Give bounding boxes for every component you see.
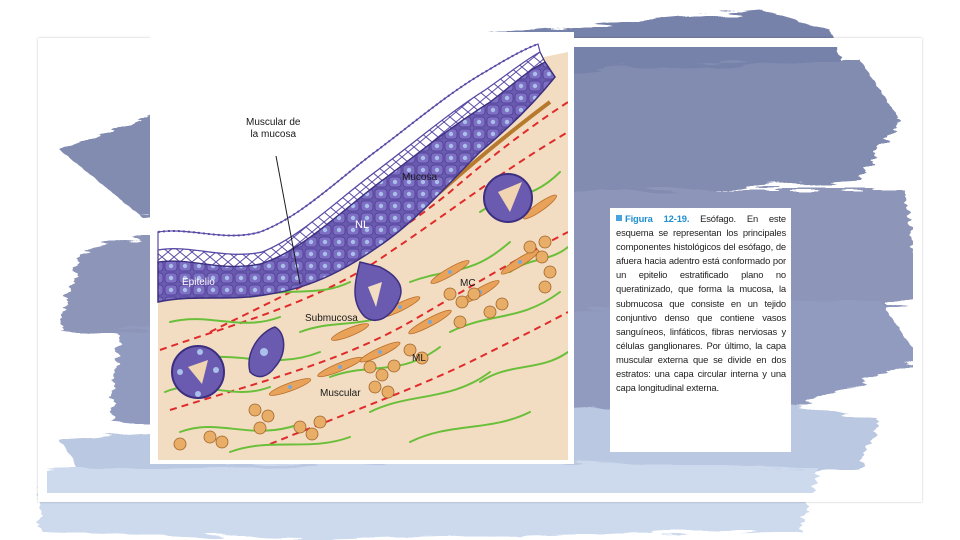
caption-text: Esófago. En este esquema se representan …	[616, 213, 786, 394]
esophagus-illustration	[157, 43, 568, 460]
caption-figure-number: Figura 12-19.	[625, 213, 690, 224]
ml-label: ML	[412, 353, 426, 364]
caption-paragraph: Figura 12-19. Esófago. En este esquema s…	[616, 212, 786, 395]
muscularis-mucosae-label: Muscular de la mucosa	[246, 117, 301, 140]
epithelium-label: Epitelio	[182, 277, 215, 288]
mc-label: MC	[460, 278, 476, 289]
muscularis-label: Muscular	[320, 388, 361, 399]
nl-label: NL	[355, 219, 370, 231]
esophagus-diagram: Muscular de la mucosa Mucosa NL Epitelio…	[150, 32, 574, 464]
submucosa-label: Submucosa	[305, 313, 358, 324]
caption-bullet-icon	[616, 215, 622, 221]
figure-caption: Figura 12-19. Esófago. En este esquema s…	[610, 208, 791, 452]
mucosa-label: Mucosa	[402, 172, 438, 183]
